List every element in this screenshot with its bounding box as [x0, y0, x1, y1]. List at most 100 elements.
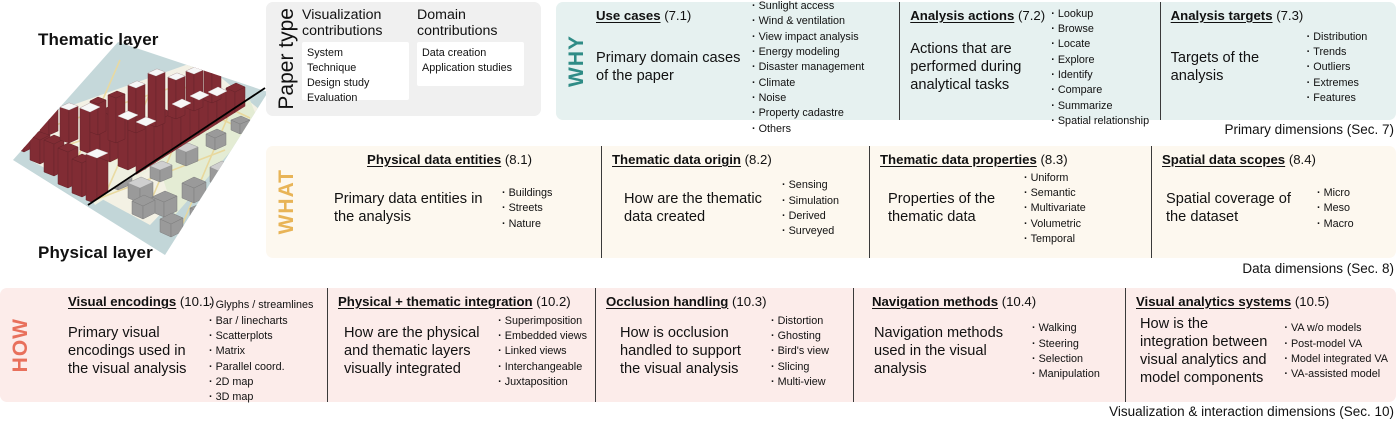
cell-title: Spatial data scopes (8.4) [1162, 152, 1388, 167]
bullet-item: Noise [752, 91, 864, 106]
cell-title-text: Analysis targets [1170, 8, 1273, 23]
bullet-item: Outliers [1307, 60, 1368, 75]
cell-title-number: (7.2) [1018, 8, 1046, 23]
bullet-item: Steering [1032, 337, 1100, 352]
band-caption-what: Data dimensions (Sec. 8) [1242, 261, 1394, 276]
bullet-item: Slicing [771, 360, 829, 375]
cell-title: Thematic data origin (8.2) [612, 152, 861, 167]
cell-bullet-list: Micro Meso Macro [1317, 186, 1354, 232]
bullet-item: Walking [1032, 321, 1100, 336]
cell-title: Physical + thematic integration (10.2) [338, 294, 587, 309]
cell-title: Visual encodings (10.1) [40, 294, 319, 309]
cell-title-text: Thematic data origin [612, 152, 741, 167]
paper-type-column-domain: Domain contributions Data creation Appli… [417, 7, 524, 110]
dimension-cell-visual-analytics-systems[interactable]: Visual analytics systems (10.5) How is t… [1125, 288, 1396, 402]
cell-title-text: Use cases [596, 8, 661, 23]
cell-bullet-list: Buildings Streets Nature [502, 186, 553, 232]
paper-type-option[interactable]: Design study [307, 77, 370, 89]
cell-bullet-list: Distortion Ghosting Bird's view Slicing … [771, 314, 829, 391]
cell-description: Navigation methods used in the visual an… [874, 325, 1003, 377]
dimension-cell-use-cases[interactable]: Use cases (7.1) Primary domain cases of … [586, 0, 899, 135]
dimension-cell-navigation-methods[interactable]: Navigation methods (10.4) Navigation met… [853, 288, 1125, 402]
bullet-item: Manipulation [1032, 367, 1100, 382]
cell-title-text: Physical data entities [367, 152, 502, 167]
cell-title: Use cases (7.1) [596, 8, 891, 23]
band-why-cells: Use cases (7.1) Primary domain cases of … [586, 0, 1396, 135]
dimension-cell-thematic-data-origin[interactable]: Thematic data origin (8.2) How are the t… [601, 146, 869, 258]
bullet-item: Post-model VA [1284, 337, 1388, 352]
bullet-item: VA-assisted model [1284, 367, 1388, 382]
layer-divider-line [87, 87, 266, 206]
paper-type-option[interactable]: System [307, 47, 343, 60]
band-caption-how: Visualization & interaction dimensions (… [1109, 404, 1394, 419]
cell-bullet-list: Sensing Simulation Derived Surveyed [782, 178, 839, 239]
cell-bullet-list: Distribution Trends Outliers Extremes Fe… [1307, 30, 1368, 107]
paper-type-option[interactable]: Data creation [422, 47, 487, 60]
cell-title-number: (10.1) [179, 294, 215, 309]
bullet-item: Features [1307, 91, 1368, 106]
dimension-cell-spatial-data-scopes[interactable]: Spatial data scopes (8.4) Spatial covera… [1151, 146, 1396, 258]
bullet-item: Others [752, 122, 864, 137]
paper-type-column-heading: Domain contributions [417, 7, 498, 39]
paper-type-option[interactable]: Evaluation [307, 91, 358, 104]
bullet-item: Volumetric [1024, 217, 1086, 232]
bullet-item: Meso [1317, 201, 1354, 216]
bullet-item: View impact analysis [752, 30, 864, 45]
bullet-item: Glyphs / streamlines [209, 298, 314, 313]
band-what-cells: Physical data entities (8.1) Primary dat… [296, 146, 1396, 258]
bullet-item: Browse [1051, 22, 1149, 37]
paper-type-option-list[interactable]: System Technique Design study Evaluation [302, 42, 409, 104]
dimension-cell-occlusion-handling[interactable]: Occlusion handling (10.3) How is occlusi… [595, 288, 853, 402]
bullet-item: Macro [1317, 217, 1354, 232]
cell-description: Targets of the analysis [1170, 50, 1260, 84]
cell-bullet-list: Walking Steering Selection Manipulation [1032, 321, 1100, 382]
paper-type-option[interactable]: Application studies [422, 62, 513, 75]
bullet-item: Energy modeling [752, 45, 864, 60]
bullet-item: Distortion [771, 314, 829, 329]
cell-bullet-list: Superimposition Embedded views Linked vi… [498, 314, 587, 391]
cell-bullet-list: Lookup Browse Locate Explore Identify Co… [1051, 7, 1149, 130]
dimension-cell-analysis-targets[interactable]: Analysis targets (7.3) Targets of the an… [1159, 2, 1396, 120]
bullet-item: Multi-view [771, 375, 829, 390]
bullet-item: Nature [502, 217, 552, 232]
cell-title-number: (7.1) [664, 8, 692, 23]
cell-title-text: Navigation methods [872, 294, 999, 309]
cell-description: How is occlusion handled to support the … [620, 325, 741, 377]
paper-type-option-list[interactable]: Data creation Application studies [417, 42, 524, 87]
bullet-item: VA w/o models [1284, 321, 1388, 336]
band-what: WHAT Physical data entities (8.1) Primar… [266, 146, 1396, 258]
cell-bullet-list: Sunlight access Wind & ventilation View … [752, 0, 865, 137]
cell-title-number: (8.3) [1040, 152, 1068, 167]
bullet-item: Micro [1317, 186, 1354, 201]
cell-title: Analysis targets (7.3) [1171, 8, 1388, 23]
bullet-item: Bar / linecharts [209, 314, 313, 329]
thematic-layer-buildings [13, 42, 268, 205]
dimension-cell-thematic-data-properties[interactable]: Thematic data properties (8.3) Propertie… [869, 146, 1151, 258]
bullet-item: Juxtaposition [498, 375, 587, 390]
paper-type-option[interactable]: Technique [307, 62, 357, 75]
dimension-cell-analysis-actions[interactable]: Analysis actions (7.2) Actions that are … [899, 2, 1159, 127]
bullet-item: Derived [782, 209, 839, 224]
bullet-item: Simulation [782, 194, 839, 209]
paper-type-axis-word: Paper type [272, 2, 302, 116]
bullet-item: Explore [1051, 53, 1149, 68]
cell-description: Primary data entities in the analysis [334, 191, 483, 225]
cell-description: How is the integration between visual an… [1140, 316, 1268, 386]
cell-description: Properties of the thematic data [888, 191, 996, 225]
bullet-item: 2D map [209, 375, 313, 390]
cell-title-text: Spatial data scopes [1162, 152, 1286, 167]
dimension-cell-physical-data-entities[interactable]: Physical data entities (8.1) Primary dat… [296, 146, 601, 258]
bullet-item: Matrix [209, 344, 313, 359]
bullet-item: Semantic [1024, 186, 1086, 201]
bullet-item: 3D map [209, 390, 313, 405]
bullet-item: Compare [1051, 83, 1149, 98]
bullet-item: Trends [1307, 45, 1368, 60]
cell-title-number: (10.3) [732, 294, 767, 309]
cell-title-text: Thematic data properties [880, 152, 1037, 167]
cell-title-text: Visual analytics systems [1136, 294, 1292, 309]
dimension-cell-physical-thematic-integration[interactable]: Physical + thematic integration (10.2) H… [327, 288, 595, 402]
dimension-cell-visual-encodings[interactable]: Visual encodings (10.1) Primary visual e… [30, 288, 327, 405]
bullet-item: Ghosting [771, 329, 829, 344]
bullet-item: Identify [1051, 68, 1149, 83]
bullet-item: Property cadastre [752, 106, 864, 121]
